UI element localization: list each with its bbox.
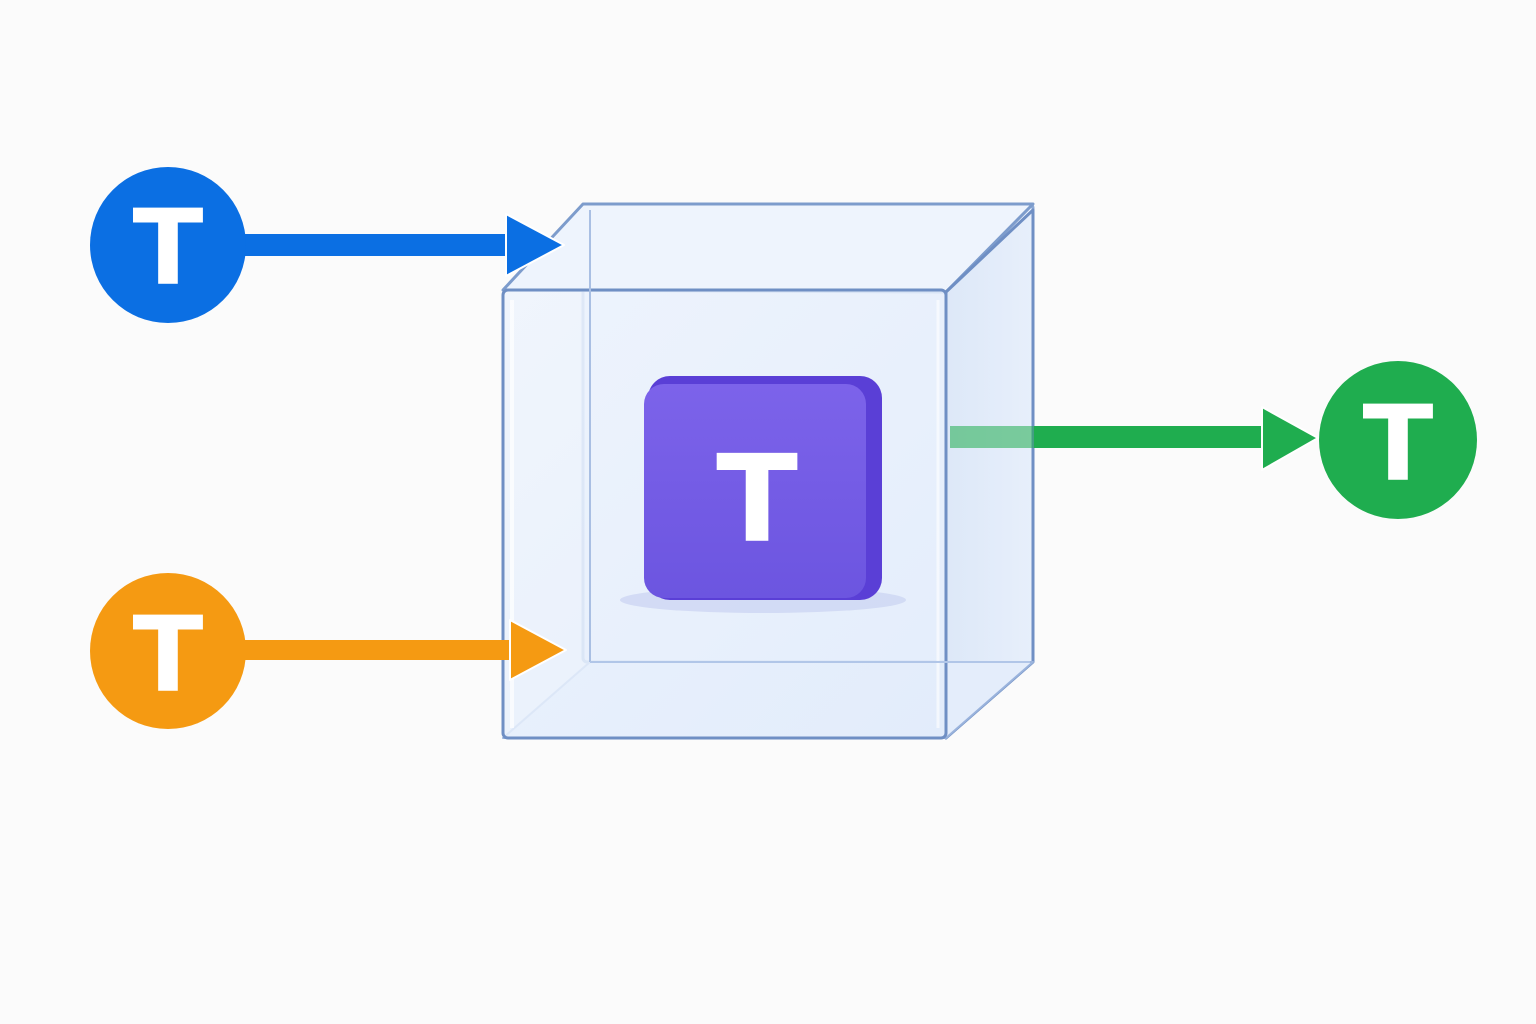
input-blue-arrowhead [505,213,565,277]
output-green-letter: T [1363,383,1434,505]
output-green-flow: T [950,361,1477,519]
input-blue-node [90,167,246,323]
input-blue-arrow-shaft [240,234,510,256]
core-token: T [620,376,906,613]
input-orange-letter: T [133,594,204,716]
output-green-arrowhead [1261,406,1319,471]
input-blue-letter: T [133,187,204,309]
cube-right-face [944,208,1035,740]
output-green-node [1319,361,1477,519]
input-orange-arrow-shaft [240,640,514,660]
input-orange-flow: T [90,573,567,729]
output-green-arrow-shaft [1034,426,1266,448]
cube-top-face [501,202,1035,294]
input-orange-node [90,573,246,729]
core-token-letter: T [716,431,798,570]
core-token-face [644,384,866,598]
input-blue-flow: T [90,167,565,323]
input-orange-arrowhead [509,619,567,681]
output-green-arrow-shaft-inside [950,426,1034,448]
